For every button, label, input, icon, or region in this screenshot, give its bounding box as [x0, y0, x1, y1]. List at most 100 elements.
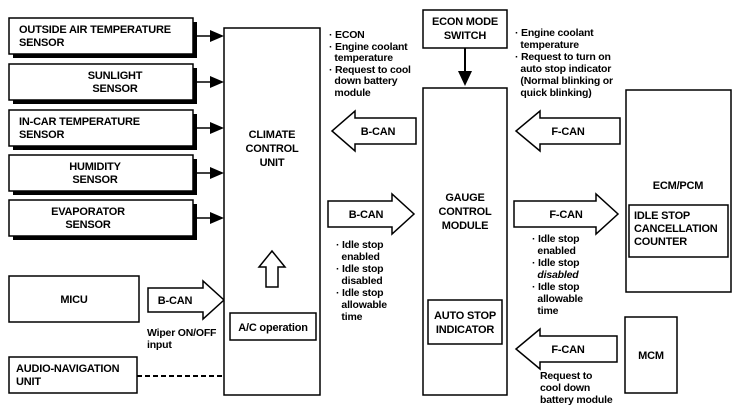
- gauge-to-ecm-arrow: F-CAN: [513, 192, 620, 236]
- note-line: battery module: [540, 394, 613, 406]
- outside-air-label-2: SENSOR: [19, 37, 65, 49]
- gauge-label-1: GAUGE: [445, 192, 484, 204]
- econ-switch-label-1: ECON MODE: [432, 16, 498, 28]
- note-line: Request to: [540, 370, 592, 382]
- idle-stop-cancellation-counter: IDLE STOP CANCELLATION COUNTER: [628, 204, 729, 258]
- auto-stop-label-1: AUTO STOP: [434, 310, 496, 322]
- climate-to-gauge-arrow: B-CAN: [327, 192, 416, 236]
- auto-stop-indicator: AUTO STOP INDICATOR: [427, 299, 503, 345]
- micu-note-1: Wiper ON/OFF: [147, 327, 217, 339]
- note-line: · Request to cool: [329, 64, 411, 76]
- econ-switch-label-2: SWITCH: [444, 30, 486, 42]
- note-line: time: [532, 305, 559, 317]
- note-line: enabled: [336, 251, 380, 263]
- climate-to-gauge-bcan-label: B-CAN: [349, 209, 384, 221]
- note-line: temperature: [515, 39, 579, 51]
- sunlight-label-2: SENSOR: [92, 83, 138, 95]
- idle-counter-label-3: COUNTER: [634, 236, 687, 248]
- ac-operation-label: A/C operation: [238, 322, 308, 334]
- gauge-to-ecm-notes: · Idle stop enabled · Idle stop disabled…: [532, 233, 583, 317]
- sensor-arrows: [197, 30, 224, 224]
- idle-counter-label-1: IDLE STOP: [634, 210, 690, 222]
- evaporator-label-1: EVAPORATOR: [51, 206, 125, 218]
- gauge-to-climate-notes: · Idle stop enabled · Idle stop disabled…: [336, 239, 387, 323]
- mcm-output-notes: Request to cool down battery module: [540, 370, 613, 406]
- mcm-to-gauge-arrow: F-CAN: [514, 327, 618, 371]
- ecm-to-gauge-arrow: F-CAN: [514, 109, 621, 153]
- note-line: · Idle stop: [532, 281, 579, 293]
- arrow-head-icon: [210, 212, 224, 224]
- micu-note-2: input: [147, 339, 172, 351]
- up-arrow-icon: [257, 249, 287, 288]
- note-line: (Normal blinking or: [515, 75, 613, 87]
- audio-nav-label-1: AUDIO-NAVIGATION: [16, 363, 120, 375]
- ecm-output-notes: · Engine coolant temperature · Request t…: [515, 27, 613, 99]
- humidity-label-2: SENSOR: [72, 174, 118, 186]
- note-line: · Request to turn on: [515, 51, 611, 63]
- note-line: time: [336, 311, 363, 323]
- evaporator-label-2: SENSOR: [65, 219, 111, 231]
- in-car-temperature-sensor: IN-CAR TEMPERATURE SENSOR: [8, 109, 197, 150]
- note-line: cool down: [540, 382, 590, 394]
- audio-nav-label-2: UNIT: [16, 376, 41, 388]
- note-line: allowable: [532, 293, 583, 305]
- outside-air-label-1: OUTSIDE AIR TEMPERATURE: [19, 24, 171, 36]
- note-line: module: [329, 87, 371, 99]
- audio-navigation-unit: AUDIO-NAVIGATION UNIT: [8, 356, 138, 394]
- arrow-head-icon: [210, 76, 224, 88]
- micu-bcan-label: B-CAN: [158, 295, 193, 307]
- econ-mode-switch: ECON MODE SWITCH: [422, 9, 508, 49]
- ecm-to-gauge-fcan-label: F-CAN: [551, 126, 584, 138]
- climate-output-notes: · ECON · Engine coolant temperature · Re…: [329, 29, 411, 99]
- gauge-to-climate-arrow: B-CAN: [330, 109, 417, 153]
- arrow-head-icon: [210, 122, 224, 134]
- gauge-to-climate-bcan-label: B-CAN: [361, 126, 396, 138]
- humidity-label-1: HUMIDITY: [69, 161, 121, 173]
- note-line: disabled: [532, 269, 579, 281]
- ecm-pcm-unit: ECM/PCM: [625, 89, 732, 293]
- humidity-sensor: HUMIDITY SENSOR: [8, 154, 197, 195]
- climate-label-2: CONTROL: [246, 143, 299, 155]
- outside-air-temperature-sensor: OUTSIDE AIR TEMPERATURE SENSOR: [8, 17, 197, 58]
- evaporator-sensor: EVAPORATOR SENSOR: [8, 199, 197, 240]
- note-line: · Idle stop: [336, 239, 383, 251]
- micu-unit: MICU: [8, 275, 140, 323]
- arrow-head-icon: [458, 71, 472, 86]
- climate-label-1: CLIMATE: [249, 129, 296, 141]
- auto-stop-label-2: INDICATOR: [436, 324, 495, 336]
- arrow-head-icon: [210, 167, 224, 179]
- gauge-to-ecm-fcan-label: F-CAN: [549, 209, 582, 221]
- ac-operation-box: A/C operation: [229, 312, 317, 341]
- climate-label-3: UNIT: [260, 157, 285, 169]
- note-line: temperature: [329, 52, 393, 64]
- sunlight-label-1: SUNLIGHT: [88, 70, 143, 82]
- ecm-label: ECM/PCM: [653, 180, 704, 192]
- note-line: · ECON: [329, 29, 365, 41]
- note-line: · Engine coolant: [515, 27, 594, 39]
- arrow-head-icon: [210, 30, 224, 42]
- note-line: · Idle stop: [532, 233, 579, 245]
- mcm-unit: MCM: [624, 316, 678, 394]
- in-car-label-2: SENSOR: [19, 129, 65, 141]
- note-line: allowable: [336, 299, 387, 311]
- gauge-control-module: GAUGE CONTROL MODULE: [422, 87, 508, 396]
- note-line: disabled: [336, 275, 382, 287]
- idle-counter-label-2: CANCELLATION: [634, 223, 718, 235]
- mcm-label: MCM: [638, 350, 664, 362]
- note-line: auto stop indicator: [515, 63, 611, 75]
- note-line: quick blinking): [515, 87, 592, 99]
- note-line: · Idle stop: [336, 263, 383, 275]
- note-line: enabled: [532, 245, 576, 257]
- gauge-label-3: MODULE: [442, 220, 488, 232]
- micu-to-climate-arrow: B-CAN: [147, 279, 226, 321]
- mcm-to-gauge-fcan-label: F-CAN: [551, 344, 584, 356]
- note-line: · Idle stop: [532, 257, 579, 269]
- micu-label: MICU: [60, 294, 88, 306]
- in-car-label-1: IN-CAR TEMPERATURE: [19, 116, 140, 128]
- sunlight-sensor: SUNLIGHT SENSOR: [8, 63, 197, 104]
- note-line: · Engine coolant: [329, 41, 408, 53]
- note-line: · Idle stop: [336, 287, 383, 299]
- gauge-label-2: CONTROL: [439, 206, 492, 218]
- note-line: down battery: [329, 75, 398, 87]
